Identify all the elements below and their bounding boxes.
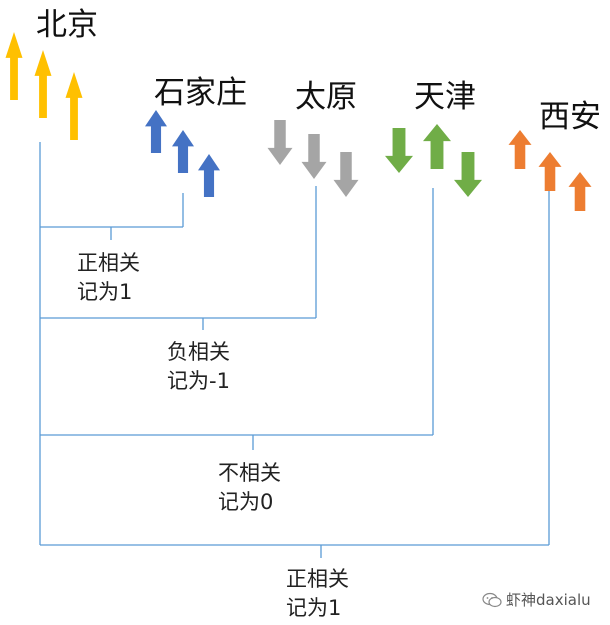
relation-label-2-type: 负相关	[167, 340, 230, 364]
relation-label-1: 正相关 记为1	[77, 249, 140, 307]
relation-label-3-value: 记为0	[218, 490, 274, 514]
relation-label-1-type: 正相关	[77, 251, 140, 275]
beijing-arrow-up-2	[34, 50, 52, 118]
taiyuan-arrow-down-1	[267, 120, 293, 165]
taiyuan-arrow-down-3	[333, 152, 359, 197]
connector-lines	[39, 142, 550, 558]
relation-label-4-type: 正相关	[286, 567, 349, 591]
shijiazhuang-arrow-up-3	[198, 154, 220, 197]
beijing-arrow-up-3	[65, 72, 83, 140]
relation-label-4: 正相关 记为1	[286, 565, 349, 623]
shijiazhuang-arrow-up-1	[145, 110, 167, 153]
tianjin-arrow-down-1	[385, 128, 413, 173]
relation-label-1-value: 记为1	[77, 280, 133, 304]
trend-arrows	[5, 32, 592, 211]
wechat-icon	[482, 592, 502, 607]
xian-arrow-up-2	[538, 152, 562, 191]
watermark-text: 虾神daxialu	[506, 591, 591, 609]
relation-label-3: 不相关 记为0	[218, 459, 281, 517]
city-label-beijing: 北京	[36, 7, 98, 43]
beijing-arrow-up-1	[5, 32, 23, 100]
taiyuan-arrow-down-2	[301, 134, 327, 179]
relation-label-4-value: 记为1	[286, 596, 342, 620]
city-label-shijiazhuang: 石家庄	[154, 75, 247, 111]
xian-arrow-up-1	[508, 130, 532, 169]
xian-arrow-up-3	[568, 172, 592, 211]
tianjin-arrow-up-2	[423, 124, 451, 169]
shijiazhuang-arrow-up-2	[172, 130, 194, 173]
tianjin-arrow-down-3	[454, 152, 482, 197]
relation-label-3-type: 不相关	[218, 461, 281, 485]
relation-label-2-value: 记为-1	[167, 369, 230, 393]
relation-label-2: 负相关 记为-1	[167, 338, 230, 396]
city-label-xian: 西安	[539, 99, 601, 135]
city-label-tianjin: 天津	[414, 79, 476, 115]
watermark: 虾神daxialu	[482, 589, 591, 610]
city-label-taiyuan: 太原	[295, 79, 357, 115]
